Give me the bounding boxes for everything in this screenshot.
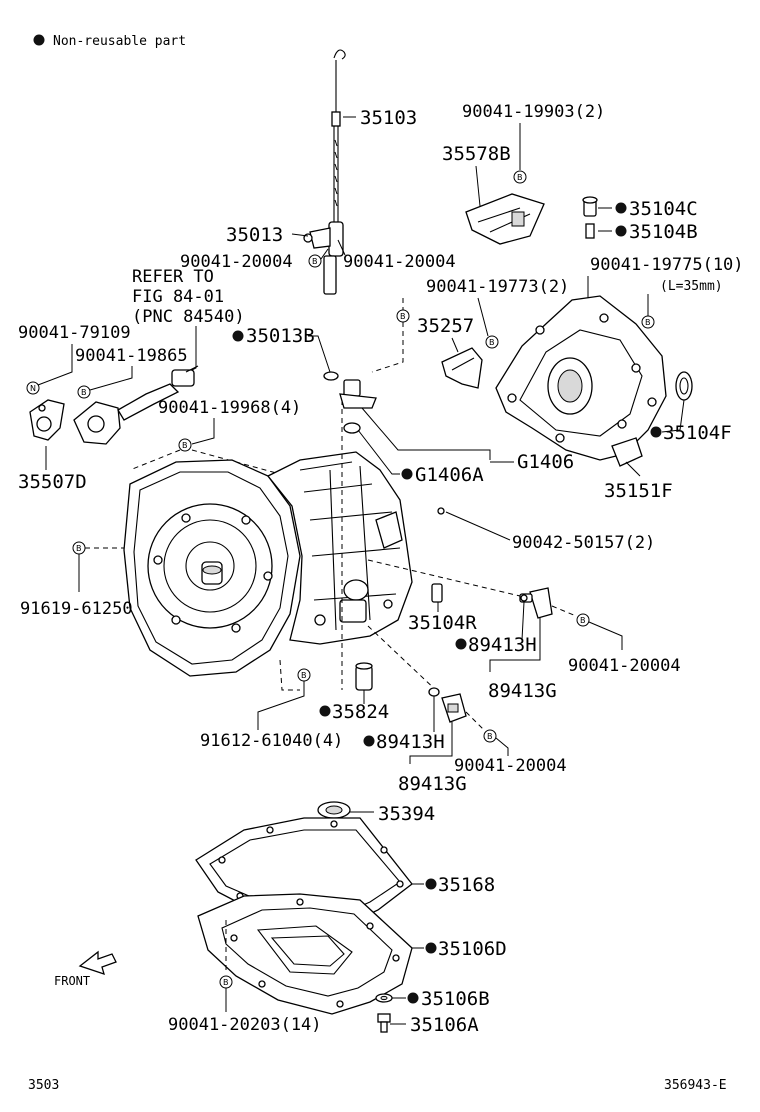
label-90041-19775-sub: (L=35mm) <box>660 279 723 294</box>
label-35104R: 35104R <box>408 612 477 634</box>
label-35507D: 35507D <box>18 471 87 493</box>
speed-sensor-right <box>519 587 553 619</box>
svg-text:N: N <box>30 384 36 393</box>
label-35013: 35013 <box>226 224 283 246</box>
label-G1406: G1406 <box>517 451 574 473</box>
svg-text:B: B <box>645 318 651 327</box>
label-89413H-b: 89413H <box>376 731 445 753</box>
part-35824 <box>355 662 373 691</box>
front-arrow-icon <box>78 950 117 976</box>
label-90041-19775: 90041-19775(10) <box>590 255 744 275</box>
extension-housing-35151F <box>495 295 667 467</box>
non-reusable-dot-icon <box>33 34 45 46</box>
non-reusable-dot-icon <box>615 202 627 214</box>
refer-line-2: FIG 84-01 <box>132 287 224 307</box>
label-91612-61040: 91612-61040(4) <box>200 731 343 751</box>
svg-text:B: B <box>517 173 523 182</box>
label-90041-20004-d: 90041-20004 <box>454 756 567 776</box>
refer-line-1: REFER TO <box>132 267 214 287</box>
non-reusable-dot-icon <box>319 705 331 717</box>
label-35104F: 35104F <box>663 422 732 444</box>
label-35578B: 35578B <box>442 143 511 165</box>
cover-35578B <box>465 193 545 245</box>
front-label: FRONT <box>54 974 90 988</box>
non-reusable-dot-icon <box>425 878 437 890</box>
label-35104B: 35104B <box>629 221 698 243</box>
label-90041-20004-b: 90041-20004 <box>343 252 456 272</box>
legend-text: Non-reusable part <box>53 34 186 49</box>
transmission-case <box>123 451 413 677</box>
label-90041-20004-c: 90041-20004 <box>568 656 681 676</box>
label-90041-19968: 90041-19968(4) <box>158 398 301 418</box>
svg-text:B: B <box>487 732 493 741</box>
oil-pan-35106D <box>197 893 413 1015</box>
non-reusable-dot-icon <box>232 330 244 342</box>
footer-left: 3503 <box>28 1078 59 1093</box>
label-90041-19773: 90041-19773(2) <box>426 277 569 297</box>
label-90041-79109: 90041-79109 <box>18 323 131 343</box>
svg-text:B: B <box>301 671 307 680</box>
svg-text:B: B <box>580 616 586 625</box>
label-35106D: 35106D <box>438 938 507 960</box>
svg-text:B: B <box>182 441 188 450</box>
label-90042-50157: 90042-50157(2) <box>512 533 655 553</box>
label-35824: 35824 <box>332 701 389 723</box>
label-90041-19903: 90041-19903(2) <box>462 102 605 122</box>
label-35103: 35103 <box>360 107 417 129</box>
label-89413H-a: 89413H <box>468 634 537 656</box>
refer-line-3: (PNC 84540) <box>132 307 245 327</box>
label-35151F: 35151F <box>604 480 673 502</box>
label-35104C: 35104C <box>629 198 698 220</box>
non-reusable-dot-icon <box>650 426 662 438</box>
svg-text:B: B <box>76 544 82 553</box>
filler-tube-bracket <box>339 379 377 409</box>
label-91619-61250: 91619-61250 <box>20 599 133 619</box>
label-35257: 35257 <box>417 315 474 337</box>
plug-35104C <box>582 196 598 217</box>
svg-text:B: B <box>312 257 318 266</box>
label-90041-20004-a: 90041-20004 <box>180 252 293 272</box>
svg-text:B: B <box>489 338 495 347</box>
label-35168: 35168 <box>438 874 495 896</box>
neutral-switch <box>29 365 199 445</box>
ring-35104B <box>585 223 595 239</box>
label-35106A: 35106A <box>410 1014 479 1036</box>
svg-text:B: B <box>223 978 229 987</box>
oil-seal-35394 <box>317 801 351 819</box>
label-90041-19865: 90041-19865 <box>75 346 188 366</box>
label-89413G-a: 89413G <box>488 680 557 702</box>
non-reusable-dot-icon <box>407 992 419 1004</box>
non-reusable-dot-icon <box>615 225 627 237</box>
speed-sensor-lower <box>428 687 467 723</box>
svg-text:B: B <box>81 388 87 397</box>
label-90041-20203: 90041-20203(14) <box>168 1015 322 1035</box>
non-reusable-dot-icon <box>455 638 467 650</box>
non-reusable-dot-icon <box>401 468 413 480</box>
drain-plug-35106A <box>377 1013 391 1033</box>
svg-text:B: B <box>400 312 406 321</box>
drain-gasket-35106B <box>375 993 393 1003</box>
footer-right: 356943-E <box>664 1078 727 1093</box>
label-35394: 35394 <box>378 803 435 825</box>
label-89413G-b: 89413G <box>398 773 467 795</box>
label-35106B: 35106B <box>421 988 490 1010</box>
label-35013B: 35013B <box>246 325 315 347</box>
non-reusable-dot-icon <box>363 735 375 747</box>
plate-35257 <box>441 347 483 389</box>
label-G1406A: G1406A <box>415 464 484 486</box>
non-reusable-dot-icon <box>425 942 437 954</box>
